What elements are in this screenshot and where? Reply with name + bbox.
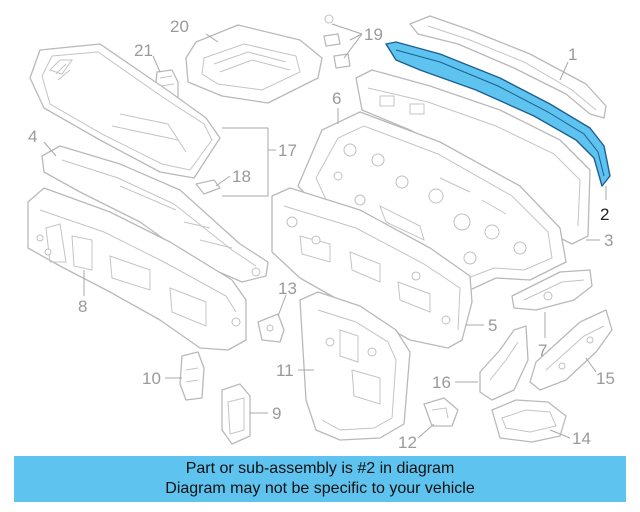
callout-17: 17: [278, 141, 297, 160]
callout-18: 18: [232, 167, 251, 186]
part-10-bracket: [179, 351, 205, 401]
part-2-highlighted: [385, 41, 611, 187]
callout-5: 5: [488, 316, 497, 335]
leader-lines: [43, 23, 607, 439]
part-8-crossmember: [27, 187, 247, 351]
banner-line-2: Diagram may not be specific to your vehi…: [165, 480, 475, 497]
info-banner: Part or sub-assembly is #2 in diagram Di…: [14, 456, 626, 502]
part-18-clip: [195, 179, 221, 195]
part-9-bracket: [221, 383, 251, 445]
part-19-clips: [323, 14, 351, 69]
callout-9: 9: [272, 404, 281, 423]
callout-21: 21: [134, 41, 153, 60]
part-7-bracket: [511, 269, 593, 311]
callout-labels: 1 2 3 4 5 6 7 8 9 10 11 12 13 14 15 16 1…: [28, 17, 615, 452]
part-14-piece: [491, 399, 567, 443]
callout-2: 2: [600, 205, 609, 224]
callout-16: 16: [432, 373, 451, 392]
callout-7: 7: [538, 341, 547, 360]
callout-3: 3: [604, 231, 613, 250]
part-1-trim: [409, 15, 607, 119]
part-13-bracket: [257, 313, 285, 343]
callout-19: 19: [364, 25, 383, 44]
callout-14: 14: [572, 429, 591, 448]
banner-line-1: Part or sub-assembly is #2 in diagram: [185, 460, 455, 477]
callout-6: 6: [332, 89, 341, 108]
part-16-bracket: [479, 325, 529, 401]
part-15-bracket: [529, 309, 613, 391]
callout-8: 8: [78, 297, 87, 316]
part-17-net-panel: [29, 43, 221, 179]
part-11-panel: [299, 291, 411, 441]
part-20-tray: [185, 24, 323, 104]
parts-diagram: 1 2 3 4 5 6 7 8 9 10 11 12 13 14 15 16 1…: [27, 14, 615, 452]
callout-13: 13: [278, 279, 297, 298]
callout-15: 15: [596, 369, 615, 388]
callout-12: 12: [398, 433, 417, 452]
part-12-piece: [423, 397, 459, 427]
part-5-reinforcement: [271, 187, 473, 349]
callout-20: 20: [170, 17, 189, 36]
callout-10: 10: [142, 369, 161, 388]
callout-4: 4: [28, 127, 37, 146]
callout-11: 11: [276, 361, 294, 380]
part-4-rail: [41, 145, 269, 283]
callout-1: 1: [568, 45, 577, 64]
